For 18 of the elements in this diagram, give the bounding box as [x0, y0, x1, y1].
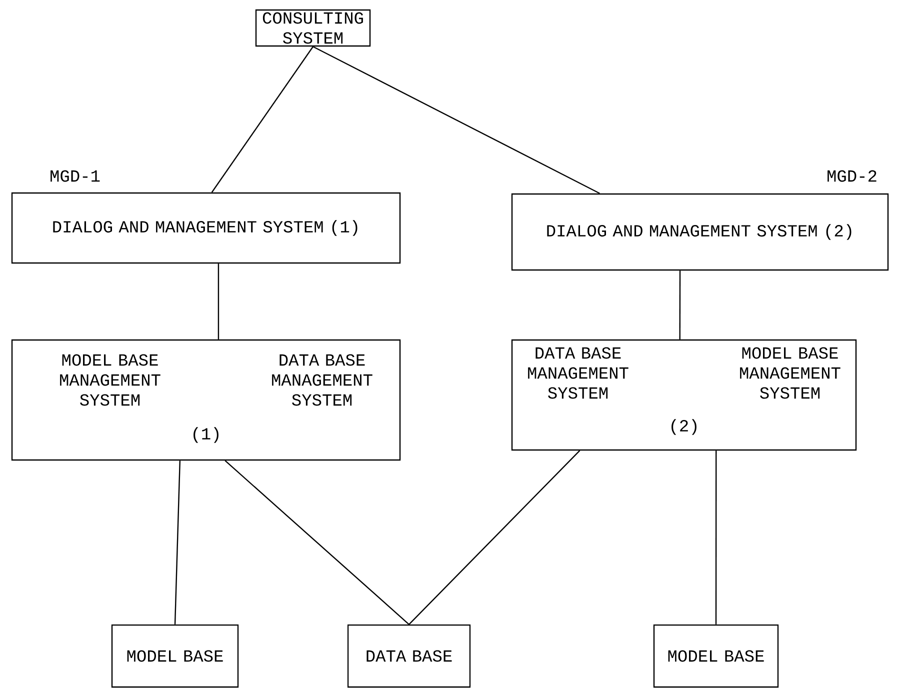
connector-line — [312, 46, 600, 194]
system-box: MODEL BASE MANAGEMENT SYSTEM DATA BASE MANAGEMENT SYSTEM (1) — [11, 339, 401, 461]
group-label: MGD-1 — [50, 170, 100, 182]
system-box: DATA BASE MANAGEMENT SYSTEM MODEL BASE MANAGEMENT SYSTEM (2) — [511, 339, 857, 451]
connector-line — [408, 450, 580, 625]
connector-line — [218, 264, 220, 340]
connector-line — [715, 450, 717, 624]
system-box: DIALOG AND MANAGEMENT SYSTEM (1) — [11, 192, 401, 264]
connector-line — [224, 460, 410, 625]
system-box: MODEL BASE — [653, 624, 779, 688]
system-box: MODEL BASE — [111, 624, 239, 688]
connector-line — [174, 460, 181, 624]
connector-line — [211, 46, 314, 193]
connector-line — [679, 270, 681, 340]
system-box: DIALOG AND MANAGEMENT SYSTEM (2) — [511, 193, 889, 271]
group-label: MGD-2 — [828, 170, 876, 182]
system-box: CONSULTING SYSTEM — [255, 9, 371, 47]
system-box: DATA BASE — [347, 624, 471, 688]
